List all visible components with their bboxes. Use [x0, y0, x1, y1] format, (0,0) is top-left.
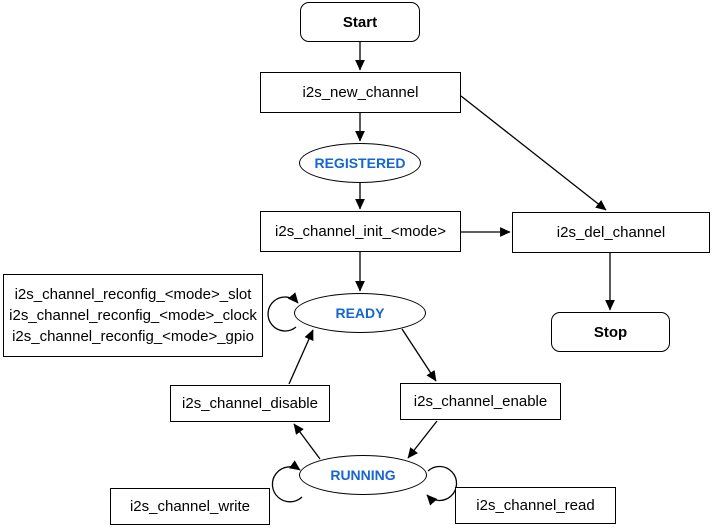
registered-label: REGISTERED [314, 155, 406, 171]
stop-node: Stop [551, 312, 670, 352]
reconfig-node: i2s_channel_reconfig_<mode>_slot i2s_cha… [3, 274, 263, 357]
start-node: Start [300, 2, 420, 42]
self-loop-ready-reconfig [267, 292, 299, 332]
self-loop-running-write [271, 460, 303, 503]
channel-read-label: i2s_channel_read [476, 497, 595, 514]
channel-read-node: i2s_channel_read [455, 487, 616, 524]
channel-init-label: i2s_channel_init_<mode> [275, 223, 446, 240]
channel-write-label: i2s_channel_write [129, 498, 251, 515]
ready-label: READY [335, 305, 385, 321]
channel-disable-node: i2s_channel_disable [170, 385, 330, 422]
reconfig-slot-label: i2s_channel_reconfig_<mode>_slot [14, 286, 252, 303]
channel-enable-label: i2s_channel_enable [413, 393, 548, 410]
channel-write-node: i2s_channel_write [110, 488, 270, 525]
arrow-running-to-disable [293, 423, 321, 460]
channel-init-node: i2s_channel_init_<mode> [260, 211, 461, 252]
channel-enable-node: i2s_channel_enable [400, 383, 561, 420]
arrow-enable-to-running [407, 420, 438, 459]
arrow-new-channel-to-del-channel [460, 95, 607, 211]
registered-state-node: REGISTERED [299, 143, 421, 183]
start-label: Start [342, 13, 378, 31]
reconfig-clock-label: i2s_channel_reconfig_<mode>_clock [9, 307, 257, 324]
channel-disable-label: i2s_channel_disable [182, 395, 318, 412]
running-label: RUNNING [330, 467, 396, 483]
self-loop-running-read [426, 465, 458, 506]
ready-state-node: READY [294, 293, 426, 333]
reconfig-gpio-label: i2s_channel_reconfig_<mode>_gpio [12, 328, 254, 345]
stop-label: Stop [593, 323, 628, 341]
arrow-ready-to-enable [401, 328, 437, 382]
del-channel-node: i2s_del_channel [512, 212, 710, 253]
running-state-node: RUNNING [299, 455, 427, 495]
new-channel-node: i2s_new_channel [260, 72, 461, 113]
new-channel-label: i2s_new_channel [302, 84, 419, 101]
del-channel-label: i2s_del_channel [556, 224, 666, 241]
arrow-disable-to-ready [288, 329, 314, 385]
